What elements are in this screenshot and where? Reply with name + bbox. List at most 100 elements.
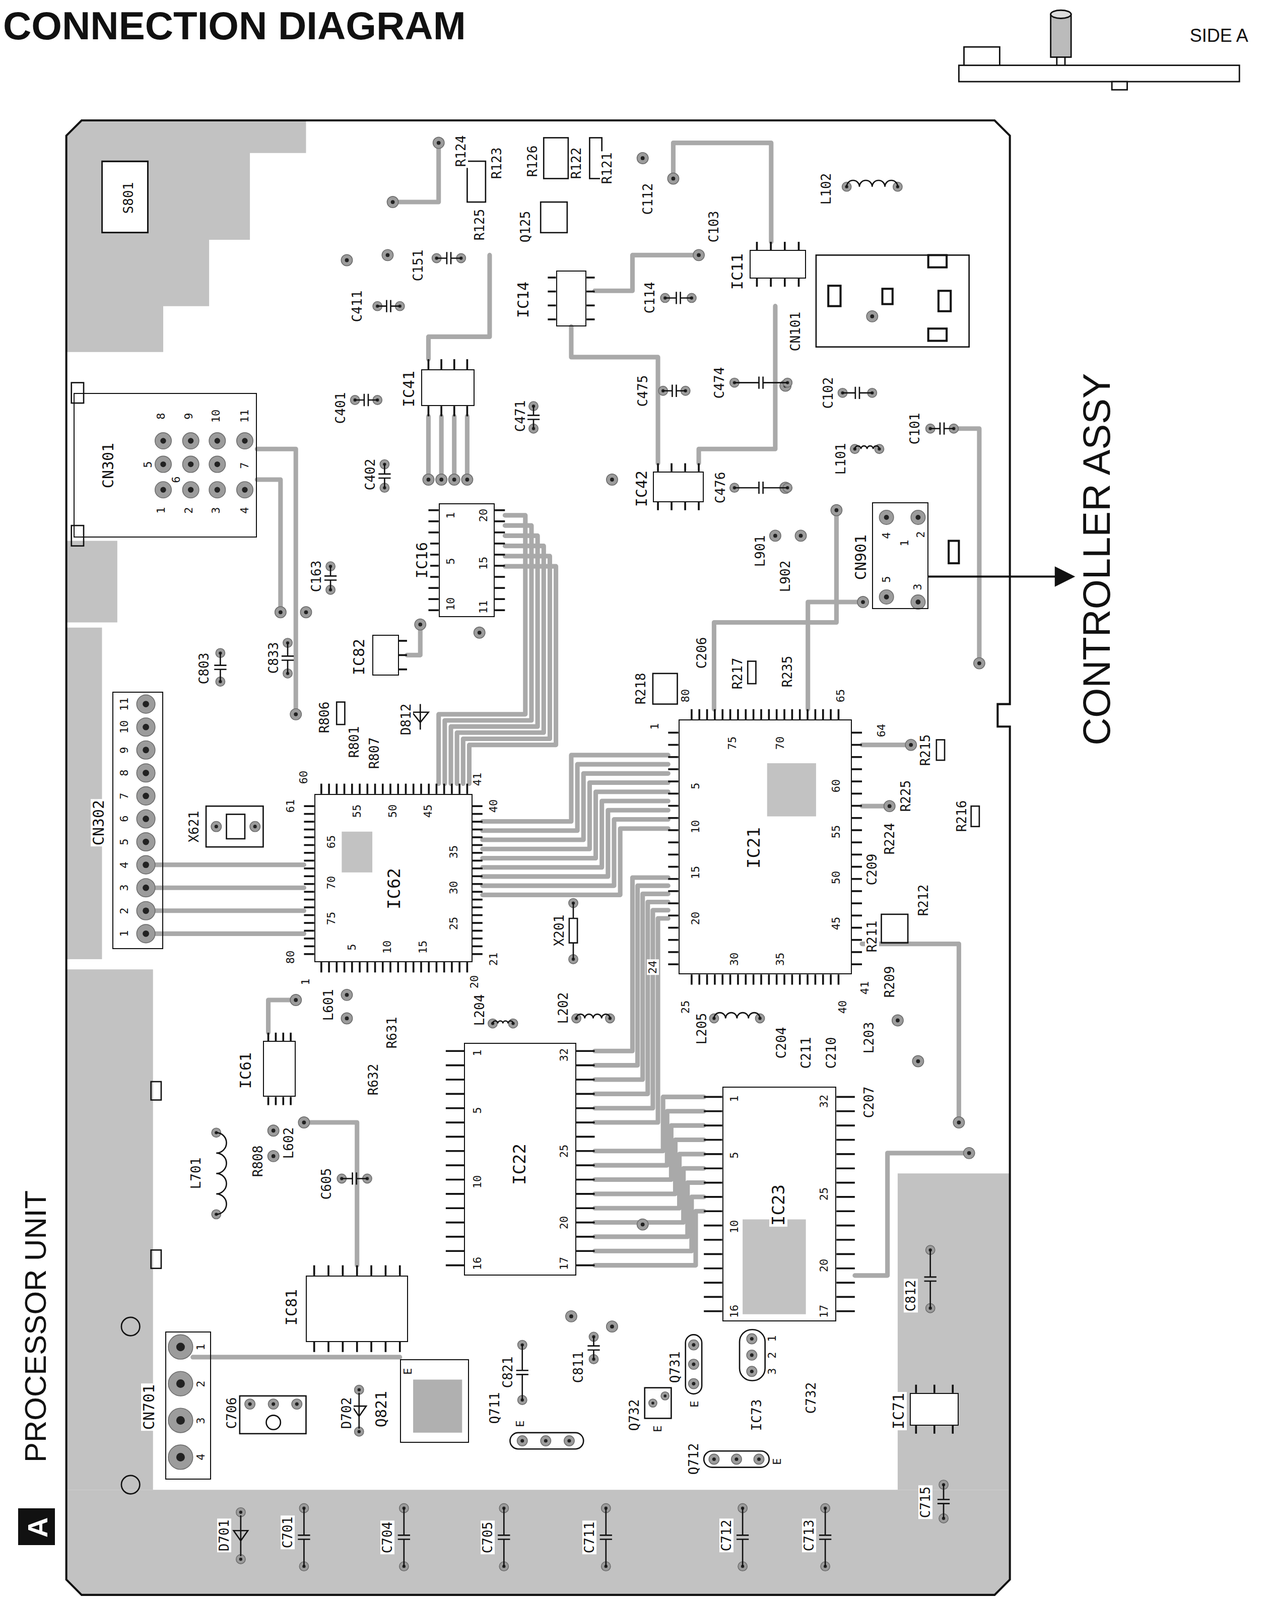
part-label: C713 — [801, 1518, 817, 1553]
ic-pin — [445, 1049, 464, 1052]
ic-pin — [356, 1342, 359, 1353]
pin-number: 16 — [728, 1303, 741, 1320]
part-reference: IC16 — [414, 541, 431, 580]
ic-pin — [667, 939, 679, 942]
part-reference: IC62 — [384, 866, 404, 911]
solder-pad — [488, 1018, 498, 1028]
pad-group — [136, 137, 985, 1571]
ic-pin — [472, 898, 483, 901]
solder-pad — [708, 1453, 719, 1464]
ic-pin — [791, 709, 794, 720]
part-reference: IC14 — [515, 280, 532, 319]
ic-pin — [791, 974, 794, 985]
pin-number: 7 — [238, 460, 251, 470]
pin-number: 10 — [471, 1173, 484, 1190]
pin-number: 70 — [774, 734, 787, 751]
ic-outline: IC82 — [372, 634, 399, 676]
ground-plane — [60, 969, 153, 1490]
capacitor-icon — [1050, 14, 1072, 57]
ic-pin — [494, 575, 505, 578]
ic-pin — [494, 553, 505, 556]
copper-trace — [256, 448, 296, 715]
ic-pin — [836, 1124, 855, 1127]
ic-pin — [303, 844, 314, 847]
transistor-outline — [685, 1334, 702, 1394]
ic-pin — [420, 783, 423, 794]
ic-pin — [445, 1221, 464, 1224]
part-label: L101 — [833, 442, 848, 477]
mount-hole — [121, 1475, 140, 1494]
ground-plane — [341, 831, 373, 873]
pin-number: 25 — [447, 915, 460, 932]
ic-pin — [775, 974, 778, 985]
solder-pad — [879, 510, 894, 525]
pad-hole — [640, 1222, 645, 1227]
ic-pin — [396, 783, 399, 794]
capacitor-symbol — [930, 422, 955, 435]
ic-pin — [356, 1265, 359, 1276]
transistor-tab — [413, 1379, 462, 1433]
pad-hole — [345, 1016, 350, 1021]
pad-hole — [187, 487, 194, 493]
ic-pin — [851, 756, 862, 759]
capacitor-symbol — [842, 386, 873, 399]
ic-pin — [576, 1192, 595, 1195]
pin-number: 5 — [728, 1150, 741, 1160]
ic-pin — [729, 974, 732, 985]
ic-pin — [427, 783, 430, 794]
capacitor-symbol — [664, 291, 692, 304]
ic-outline: IC21 — [678, 719, 852, 975]
copper-trace — [861, 944, 959, 1123]
pin-number: 35 — [774, 951, 787, 968]
solder-pad — [448, 474, 460, 486]
copper-trace — [268, 999, 297, 1033]
pad-hole — [160, 437, 166, 444]
solder-pad — [746, 1350, 757, 1361]
pad-hole — [176, 1452, 185, 1462]
solder-pad — [182, 481, 199, 498]
ic-pin — [667, 865, 679, 868]
pad-hole — [241, 487, 248, 493]
ic-pin — [472, 875, 483, 878]
capacitor-symbol — [436, 251, 462, 264]
solder-pad — [136, 786, 155, 806]
part-label: L202 — [556, 991, 571, 1026]
pin-number: 4 — [880, 531, 893, 541]
solder-pad — [688, 1359, 699, 1370]
pad-hole — [520, 1438, 524, 1443]
part-label: Q712 — [686, 1442, 701, 1477]
solder-pad — [564, 1435, 575, 1446]
solder-pad — [136, 694, 155, 713]
ic-pin — [405, 962, 408, 973]
pad-hole — [750, 1369, 754, 1374]
ic-pin — [836, 1195, 855, 1198]
jack-pin — [938, 290, 951, 312]
ic-pin — [586, 276, 595, 279]
part-label: C704 — [380, 1520, 395, 1555]
ic-pin — [303, 937, 314, 940]
inductor-symbol — [576, 1014, 611, 1019]
trimmer-symbol — [265, 1415, 281, 1430]
ic-pin — [703, 1224, 722, 1227]
ground-plane — [742, 1219, 807, 1314]
ic-pin — [445, 1150, 464, 1153]
pin-number: 41 — [471, 771, 484, 788]
ic-pin — [703, 1267, 722, 1270]
solder-pad — [268, 1150, 280, 1162]
solder-pad — [341, 254, 353, 266]
ic-pin — [576, 1207, 595, 1210]
ic-pin — [313, 1265, 316, 1276]
connector-outline: CN901 — [872, 502, 928, 610]
switch-body — [101, 161, 148, 233]
pad-hole — [696, 252, 701, 257]
pad-hole — [957, 1120, 962, 1125]
ic-outline: IC71 — [909, 1392, 959, 1426]
solder-pad — [386, 196, 398, 208]
pad-hole — [271, 1154, 276, 1159]
solder-pad — [688, 1378, 699, 1389]
crystal-symbol — [569, 903, 578, 960]
pad-hole — [439, 477, 444, 482]
ic-pin — [667, 963, 679, 966]
ic-pin — [320, 962, 323, 973]
mount-hole — [121, 1317, 140, 1336]
